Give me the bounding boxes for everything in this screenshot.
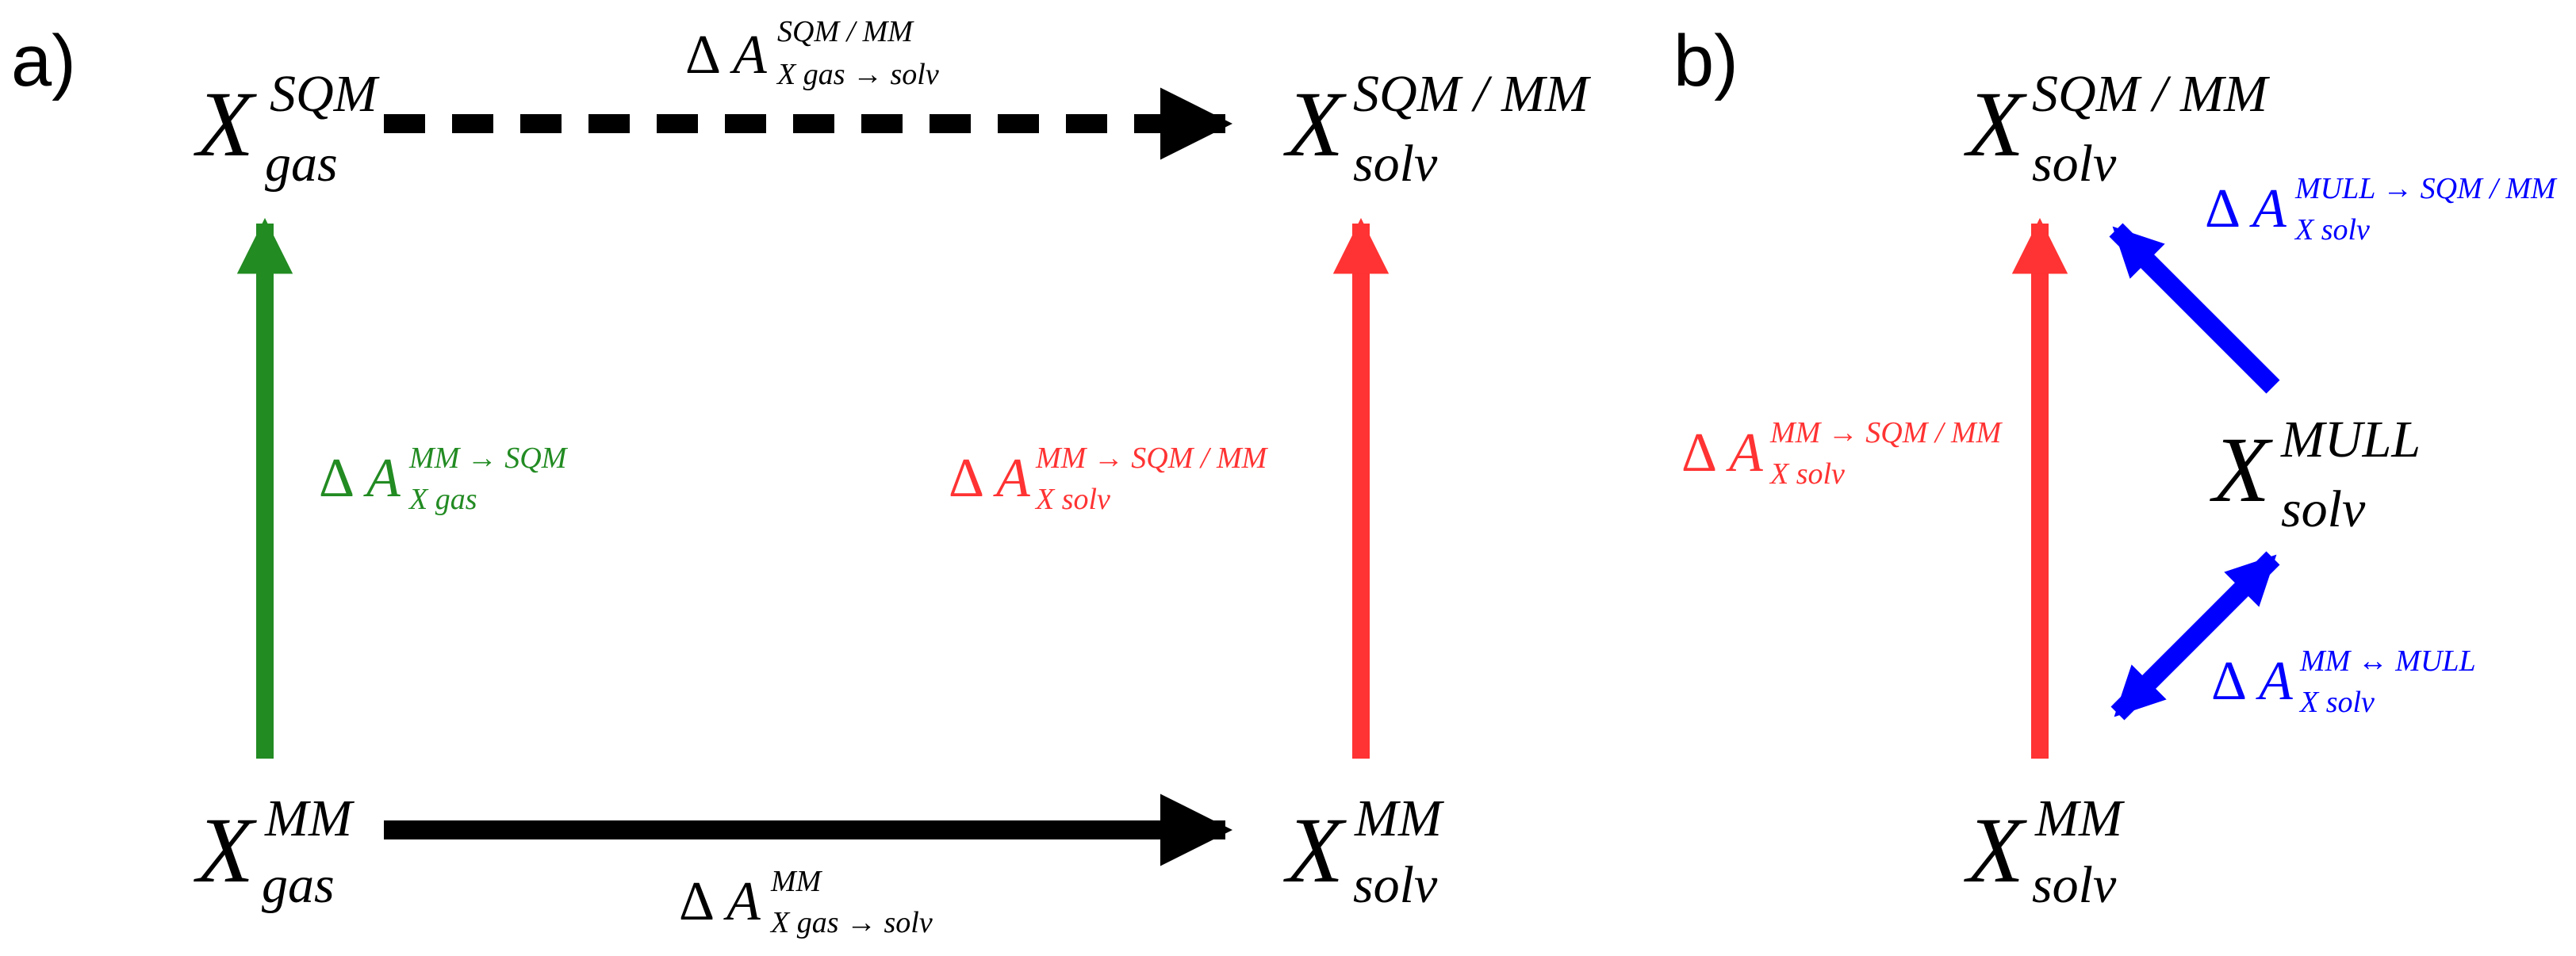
node-x-solv-sqmmm-a: X SQM / MM solv	[1283, 65, 1592, 193]
node-x-gas-mm: X MM gas	[194, 790, 355, 914]
node-x-solv-sqmmm-b: X SQM / MM solv	[1964, 65, 2271, 193]
arrow-b-blue-upper	[2109, 223, 2280, 394]
label-right-red: Δ A MM → SQM / MM X solv	[949, 442, 1270, 516]
label-bottom: Δ A MM X gas → solv	[679, 865, 933, 939]
arrow-b-blue-lower-double	[2110, 551, 2280, 721]
label-left-green: Δ A MM → SQM X gas	[319, 442, 569, 516]
node-x-solv-mm-a: X MM solv	[1283, 790, 1445, 914]
panel-b-label: b)	[1673, 21, 1738, 101]
panel-a-label: a)	[11, 21, 76, 101]
label-b-red-vertical: Δ A MM → SQM / MM X solv	[1681, 416, 2004, 491]
node-x-solv-mm-b: X MM solv	[1964, 790, 2126, 914]
label-b-blue-lower: Δ A MM ↔ MULL X solv	[2211, 644, 2479, 719]
node-x-gas-sqm: X SQM gas	[194, 65, 381, 193]
label-top-dashed: Δ A SQM / MM X gas → solv	[685, 15, 939, 91]
label-b-blue-upper: Δ A MULL → SQM / MM X solv	[2205, 172, 2559, 247]
node-x-solv-mull: X MULL solv	[2210, 411, 2424, 538]
